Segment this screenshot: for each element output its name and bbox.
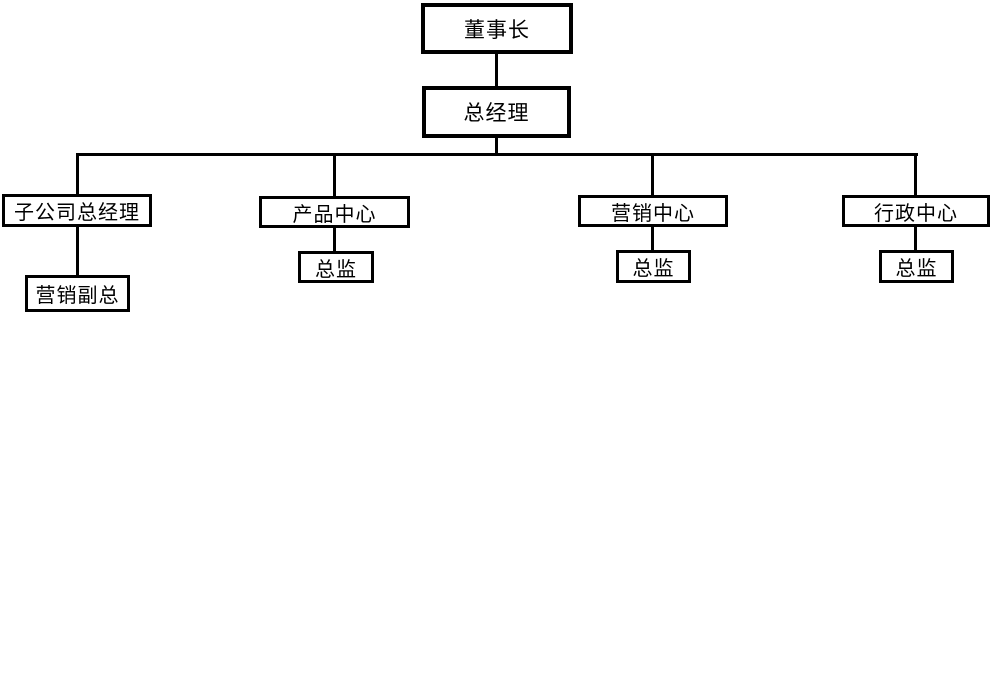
- connector-admin-center-director: [914, 224, 917, 252]
- org-node-marketing-center: 营销中心: [578, 195, 728, 227]
- org-node-product-director: 总监: [298, 251, 374, 283]
- connector-product-center-director: [333, 226, 336, 253]
- connector-gm-bus: [495, 135, 498, 156]
- connector-bus-marketing-center: [651, 153, 654, 198]
- connector-chairman-gm: [495, 50, 498, 90]
- connector-bus-admin-center: [914, 153, 917, 198]
- org-node-subsidiary-gm: 子公司总经理: [2, 194, 152, 227]
- org-node-admin-center: 行政中心: [842, 195, 990, 227]
- org-node-general-manager: 总经理: [422, 86, 571, 138]
- org-node-product-center: 产品中心: [259, 196, 410, 228]
- org-node-marketing-vp: 营销副总: [25, 275, 130, 312]
- org-node-admin-director: 总监: [879, 250, 954, 283]
- connector-bus-product-center: [333, 153, 336, 199]
- connector-marketing-center-director: [651, 224, 654, 252]
- org-node-chairman: 董事长: [421, 3, 573, 54]
- org-node-marketing-director: 总监: [616, 250, 691, 283]
- connector-subsidiary-gm-marketing-vp: [76, 224, 79, 277]
- connector-bus-subsidiary-gm: [76, 153, 79, 196]
- connector-horizontal-bus: [76, 153, 918, 156]
